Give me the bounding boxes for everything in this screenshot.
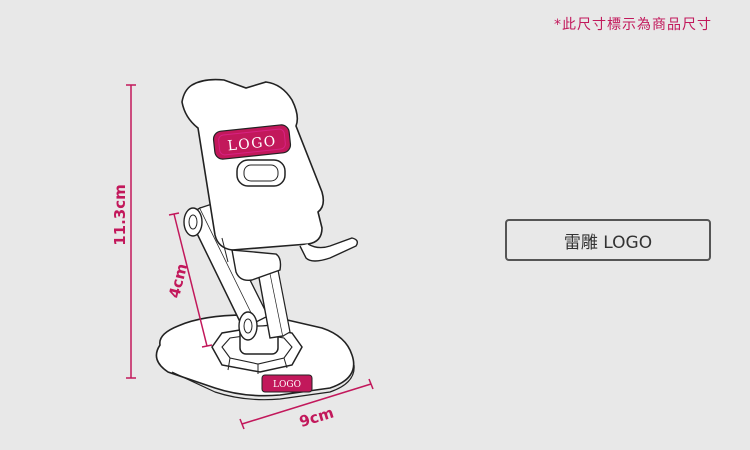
badge-label: 雷雕 LOGO	[563, 232, 653, 253]
base-logo: LOGO	[261, 374, 313, 393]
width-label: 9cm	[297, 403, 336, 430]
phone-holder	[181, 78, 359, 282]
arm-label: 4cm	[165, 262, 191, 300]
height-dimension: 11.3cm	[111, 84, 136, 379]
laser-logo-badge: 雷雕 LOGO	[505, 219, 711, 261]
size-note: *此尺寸標示為商品尺寸	[554, 17, 712, 33]
height-label: 11.3cm	[111, 184, 129, 246]
base-logo-text: LOGO	[273, 380, 301, 390]
head-logo: LOGO	[212, 124, 292, 160]
head-logo-text: LOGO	[227, 133, 278, 154]
